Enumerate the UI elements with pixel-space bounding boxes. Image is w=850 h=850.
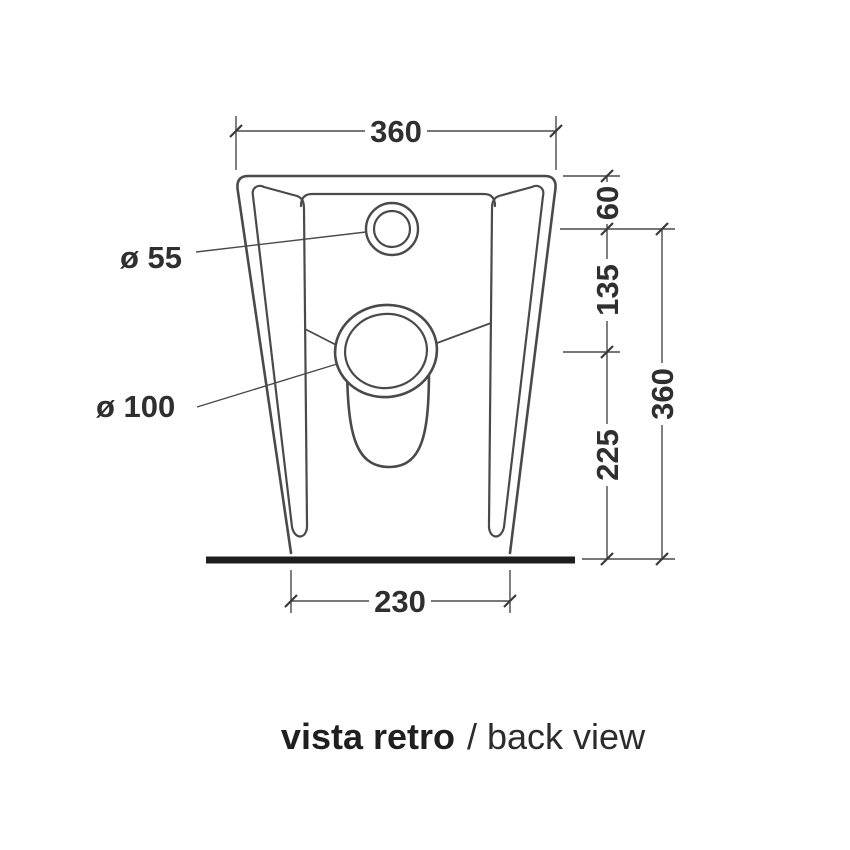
dim-tick [600,169,614,183]
dim-tick [655,552,669,566]
small-hole-leader-line [195,231,367,253]
right-fold-line [428,322,492,347]
small-hole-diameter-label: ø 55 [120,240,182,275]
dim-tick [600,345,614,359]
dimension-ticks [229,124,669,608]
fixture-outline [236,174,557,555]
dim-tick [600,222,614,236]
drain-trap-outline [345,366,431,469]
large-hole-diameter-label: ø 100 [96,389,175,424]
dim-tick [600,552,614,566]
dim-tick [503,594,517,608]
caption-italian: vista retro [281,716,455,757]
top-offset-label: 60 [590,186,625,220]
drawing-caption: vista retro / back view [281,716,646,757]
label-masks [365,114,677,618]
right-side-slot [487,184,545,538]
dim-tick [549,124,563,138]
inner-panel-top-edge [299,192,497,208]
caption-english: / back view [467,716,646,757]
dimension-labels: 360 230 60 135 225 360 ø 55 ø 100 [96,114,680,619]
small-hole-inner-circle [372,209,412,249]
label-mask [369,584,431,618]
dim-tick [655,222,669,236]
dim-tick [284,594,298,608]
dim-tick [229,124,243,138]
left-side-slot [251,184,309,538]
label-mask [592,424,622,486]
base-width-label: 230 [374,584,426,619]
label-mask [647,363,677,425]
overall-height-label: 360 [645,368,680,420]
label-mask [365,114,427,148]
large-hole-outer-ellipse [333,303,439,399]
lower-span-label: 225 [590,429,625,481]
fixture-body [236,174,557,555]
mid-span-label: 135 [590,264,625,316]
label-mask [592,259,622,321]
label-mask [592,182,622,224]
extension-lines [235,116,675,613]
top-width-label: 360 [370,114,422,149]
large-hole-inner-ellipse [343,312,429,390]
